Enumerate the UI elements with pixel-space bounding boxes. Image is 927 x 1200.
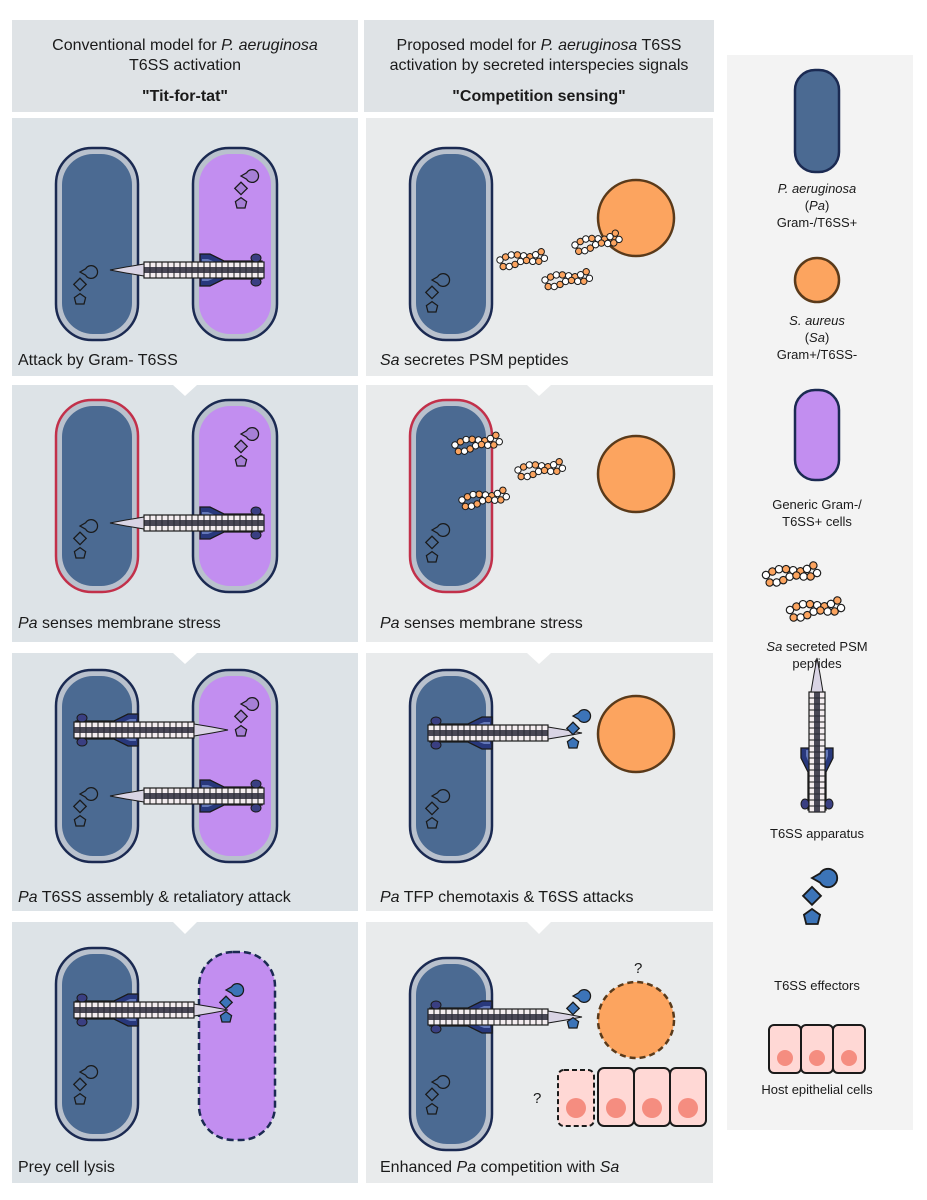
right-panel-3-caption: Pa TFP chemotaxis & T6SS attacks [380,889,633,906]
sa-cell [596,694,676,774]
right-panel-4: ? ? Enhanced Pa competition with Sa [380,956,707,1176]
lysed-prey-cell [197,950,277,1142]
legend-sa-abbr: (Sa) [805,330,830,345]
left-panel-4-caption: Prey cell lysis [18,1159,115,1176]
legend-sa-cell [793,256,841,304]
host-epithelial-cells [557,1067,707,1127]
left-panel-2: Pa senses membrane stress [18,398,279,632]
right-panel-3: Pa TFP chemotaxis & T6SS attacks [380,668,676,906]
right-panel-2: Pa senses membrane stress [380,398,676,632]
legend-host-cells [768,1024,866,1074]
legend-psm-line1: Sa secreted PSM [766,639,867,654]
legend-effectors-label: T6SS effectors [774,978,860,993]
left-header-line1: Conventional model for P. aeruginosa [52,37,318,54]
left-header-box [12,20,358,112]
right-panel-1-caption: Sa secretes PSM peptides [380,352,569,369]
right-header-line1: Proposed model for P. aeruginosa T6SS [397,37,682,54]
right-panel-2-caption: Pa senses membrane stress [380,615,583,632]
right-panel-4-caption: Enhanced Pa competition with Sa [380,1159,619,1176]
legend-pa-abbr: (Pa) [805,198,830,213]
sa-question-mark: ? [634,960,642,977]
right-header-box [364,20,714,112]
left-panel-1: Attack by Gram- T6SS [18,146,279,369]
host-question-mark: ? [533,1090,541,1107]
left-panel-2-caption: Pa senses membrane stress [18,615,221,632]
left-panel-3: Pa T6SS assembly & retaliatory attack [18,668,292,906]
legend: P. aeruginosa (Pa) Gram-/T6SS+ S. aureus… [760,68,873,1097]
sa-cell-lysed [596,980,676,1060]
legend-generic-cell [793,388,841,482]
legend-generic-line1: Generic Gram-/ [772,497,862,512]
left-header-line2: T6SS activation [129,57,241,74]
legend-pa-type: Gram-/T6SS+ [777,215,858,230]
legend-box [727,55,913,1130]
right-header-tagline: "Competition sensing" [452,88,625,105]
left-panel-4: Prey cell lysis [18,946,277,1176]
sa-cell [596,434,676,514]
legend-generic-line2: T6SS+ cells [782,514,852,529]
left-header-tagline: "Tit-for-tat" [142,88,228,105]
legend-sa-type: Gram+/T6SS- [777,347,858,362]
legend-pa-cell [793,68,841,174]
legend-pa-name: P. aeruginosa [778,181,857,196]
right-header-line2: activation by secreted interspecies sign… [390,57,689,74]
legend-t6ss-label: T6SS apparatus [770,826,864,841]
right-panel-1: Sa secretes PSM peptides [380,146,676,369]
left-panel-1-caption: Attack by Gram- T6SS [18,352,178,369]
legend-sa-name: S. aureus [789,313,845,328]
legend-host-label: Host epithelial cells [761,1082,873,1097]
left-panel-3-caption: Pa T6SS assembly & retaliatory attack [18,889,292,906]
